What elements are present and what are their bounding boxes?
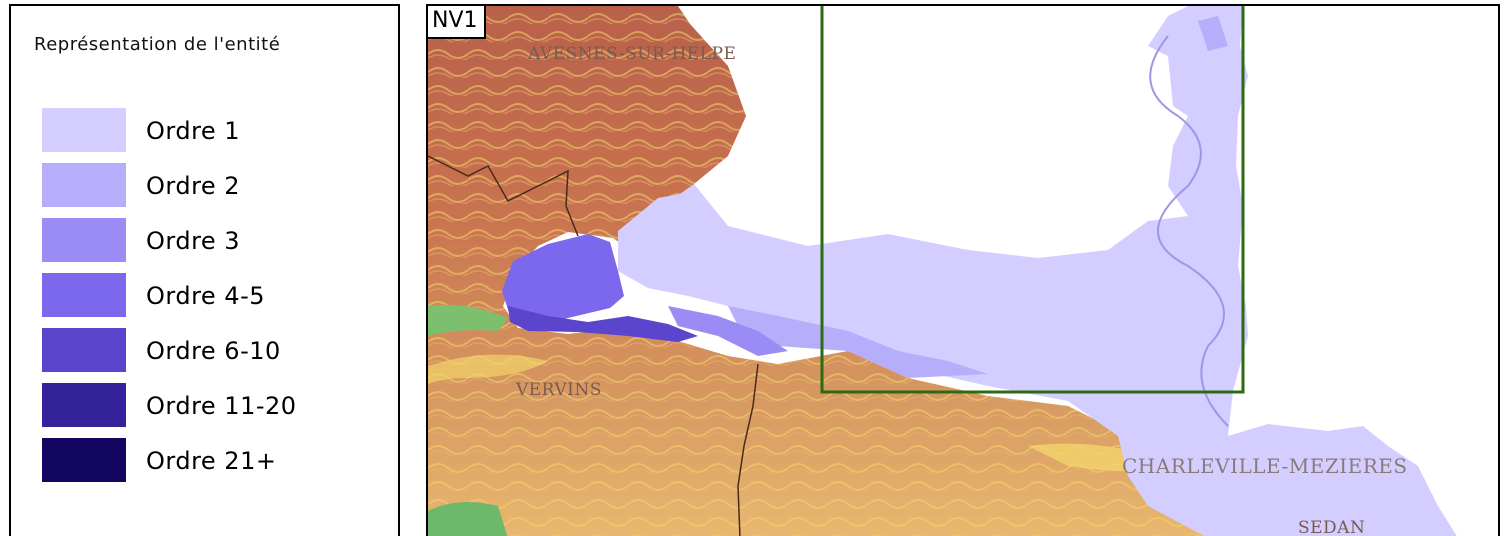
legend-title: Représentation de l'entité <box>34 34 281 55</box>
legend-item-ordre-21-plus: Ordre 21+ <box>42 438 382 482</box>
entity-order-2 <box>728 306 988 378</box>
legend-swatch <box>42 328 126 372</box>
legend-label: Ordre 21+ <box>146 447 277 475</box>
legend-item-ordre-11-20: Ordre 11-20 <box>42 383 382 427</box>
legend-label: Ordre 1 <box>146 117 241 145</box>
legend-panel: Représentation de l'entité Ordre 1 Ordre… <box>9 4 400 536</box>
city-label-vervins: VERVINS <box>516 380 602 400</box>
legend-swatch <box>42 108 126 152</box>
legend-swatch <box>42 438 126 482</box>
boundary-line <box>428 155 579 237</box>
city-label-sedan: SEDAN <box>1298 518 1366 536</box>
map-canvas[interactable] <box>428 6 1500 536</box>
legend-swatch <box>42 273 126 317</box>
map-frame[interactable]: NV1 AVESNES-SUR-HELPE VERVINS CHARLEVILL… <box>426 4 1500 536</box>
legend-swatch <box>42 383 126 427</box>
valley-lowland <box>428 304 508 336</box>
legend-item-ordre-1: Ordre 1 <box>42 108 382 152</box>
extent-frame <box>820 6 1245 394</box>
entity-order-1 <box>618 6 1457 536</box>
legend-swatch <box>42 163 126 207</box>
legend-label: Ordre 2 <box>146 172 241 200</box>
city-label-avesnes: AVESNES-SUR-HELPE <box>528 44 737 64</box>
legend-label: Ordre 4-5 <box>146 282 266 310</box>
legend-item-ordre-6-10: Ordre 6-10 <box>42 328 382 372</box>
river <box>1149 35 1229 427</box>
legend-item-ordre-3: Ordre 3 <box>42 218 382 262</box>
legend-label: Ordre 3 <box>146 227 241 255</box>
entity-order-6-10 <box>508 306 698 342</box>
legend-item-ordre-4-5: Ordre 4-5 <box>42 273 382 317</box>
legend-label: Ordre 6-10 <box>146 337 281 365</box>
map-tag: NV1 <box>428 6 486 39</box>
city-label-charleville: CHARLEVILLE-MEZIERES <box>1122 454 1408 478</box>
entity-order-4-5 <box>502 234 624 328</box>
entity-order-3 <box>668 306 788 356</box>
legend-swatch <box>42 218 126 262</box>
legend-item-ordre-2: Ordre 2 <box>42 163 382 207</box>
legend-label: Ordre 11-20 <box>146 392 297 420</box>
